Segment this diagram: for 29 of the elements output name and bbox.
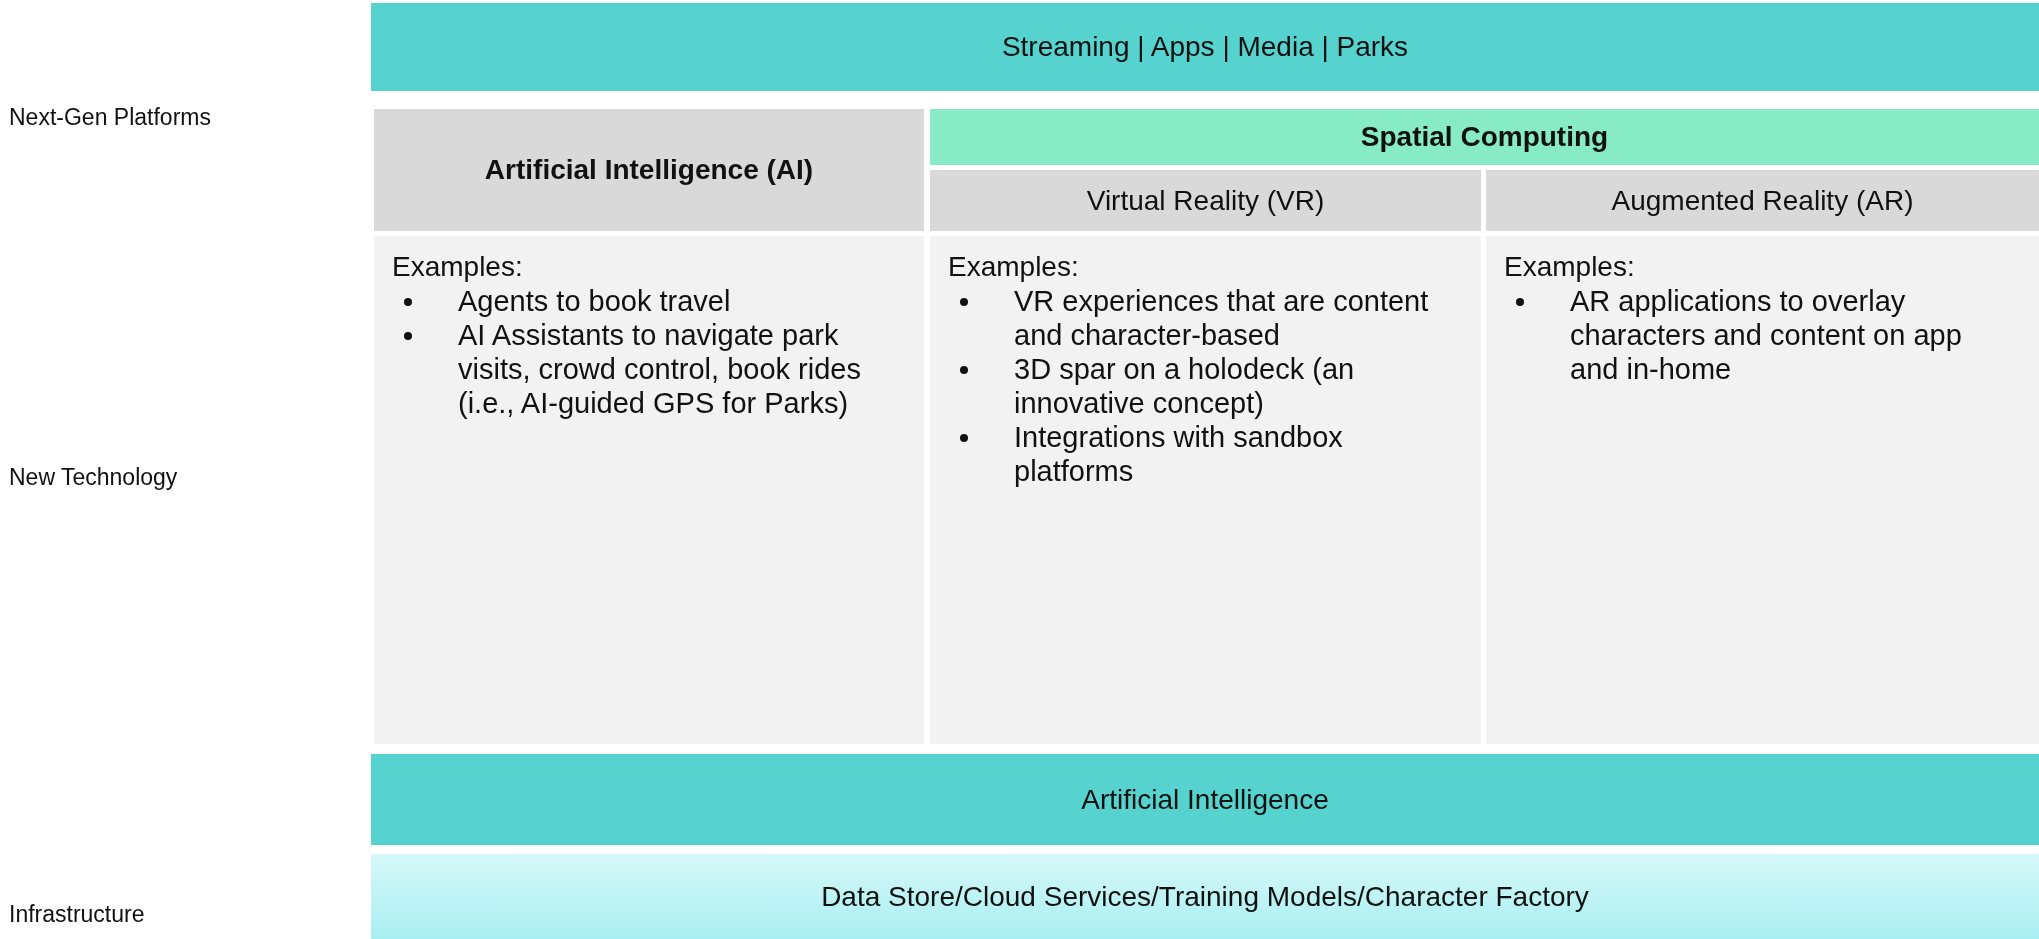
band-box [371, 3, 2039, 91]
list-item: Agents to book travel [458, 284, 731, 318]
examples-box [374, 236, 924, 744]
list-item: AR applications to overlay characters and content on app and in-home [1570, 284, 1963, 386]
box-title: Artificial Intelligence (AI) [484, 154, 814, 186]
box-title: Streaming | Apps | Media | Parks [1001, 31, 1409, 63]
box-title: Augmented Reality (AR) [1611, 184, 1914, 217]
list-heading: Examples: [392, 250, 524, 284]
header-box [374, 109, 924, 231]
list-item: VR experiences that are content and character-based [1014, 284, 1430, 352]
box-title: Data Store/Cloud Services/Training Models/Character Factory [821, 880, 1589, 913]
list-heading: Examples: [948, 250, 1080, 284]
row-label: New Technology [9, 464, 178, 491]
box-title: Spatial Computing [1360, 121, 1609, 153]
band-box [1486, 170, 2039, 231]
band-box [371, 754, 2039, 845]
list-item: AI Assistants to navigate park visits, crowd control, book rides (i.e., AI-guided GPS for Parks) [458, 318, 862, 420]
box-title: Virtual Reality (VR) [1086, 184, 1325, 217]
list-item: Integrations with sandbox platforms [1014, 420, 1344, 488]
header-box [930, 109, 2039, 165]
row-label: Infrastructure [9, 901, 145, 928]
band-box [930, 170, 1481, 231]
examples-box [1486, 236, 2039, 744]
list-heading: Examples: [1504, 250, 1636, 284]
row-label: Next-Gen Platforms [9, 104, 211, 131]
list-item: 3D spar on a holodeck (an innovative concept) [1014, 352, 1356, 420]
examples-box [930, 236, 1481, 744]
box-title: Artificial Intelligence [1081, 783, 1329, 816]
band-box [371, 854, 2039, 939]
